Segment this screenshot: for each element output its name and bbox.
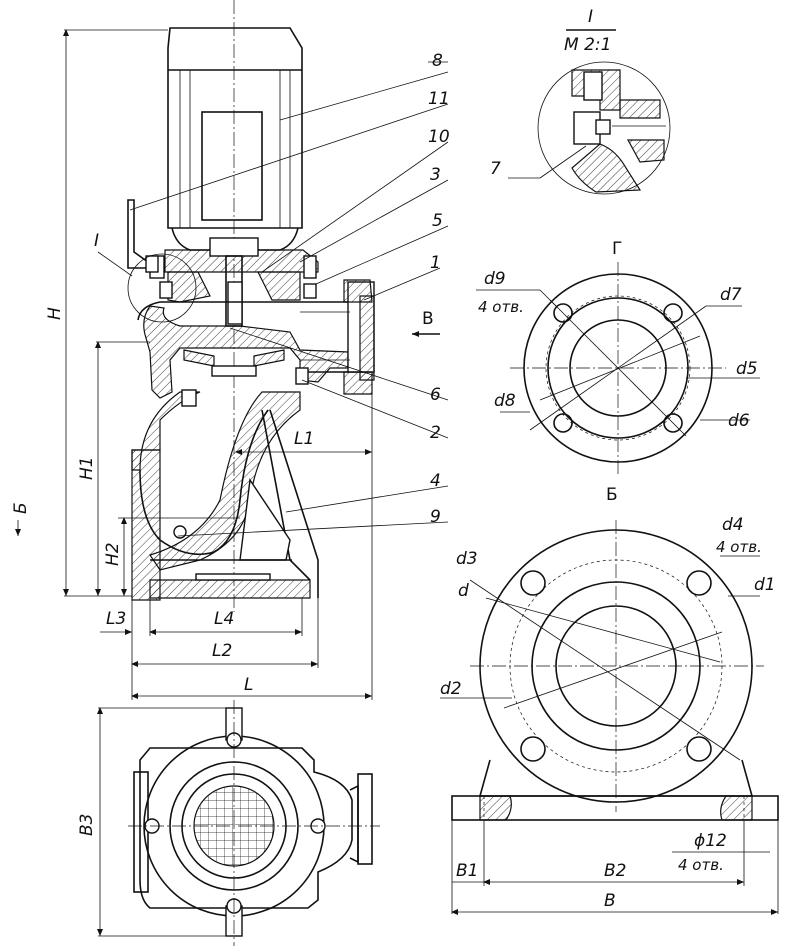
dim-L4: L4 [214,609,234,629]
label-d8: d8 [494,391,516,411]
view-G [476,262,760,474]
motor-body [167,27,303,251]
part-number-3: 3 [430,165,441,185]
view-arrow-v-label: В [422,309,434,329]
part-number-7: 7 [490,159,501,179]
label-d2: d2 [440,679,462,699]
detail-mark: I [94,231,99,251]
detail-circle [127,253,197,323]
dim-B3: B3 [77,814,97,836]
label-d4-note: 4 отв. [716,538,762,556]
dim-L3: L3 [106,609,126,629]
view-g-title: Г [612,239,622,259]
label-d6: d6 [728,411,750,431]
label-d3: d3 [456,549,478,569]
part-number-6: 6 [430,385,441,405]
view-arrow-b-label: Б [11,502,31,514]
part-number-5: 5 [432,211,443,231]
detail-scale: М 2:1 [564,35,611,55]
view-b-title: Б [606,485,618,505]
dim-H2: H2 [103,542,123,566]
label-d1: d1 [754,575,776,595]
dim-L2: L2 [212,641,232,661]
volute-casing [137,279,375,399]
dim-L: L [244,675,253,695]
impeller [183,349,285,377]
label-d: d [458,581,469,601]
label-d9-note: 4 отв. [478,298,524,316]
view-B [440,520,779,915]
detail-I [508,29,671,195]
part-number-8: 8 [432,51,443,71]
dim-H1: H1 [77,456,97,480]
dim-H: H [45,307,65,320]
label-d5: d5 [736,359,758,379]
dim-B: B [604,891,616,911]
label-d7: d7 [720,285,742,305]
label-d4: d4 [722,515,744,535]
detail-title: I [588,7,593,27]
label-hole-note: 4 отв. [678,856,724,874]
label-hole: ϕ12 [694,831,727,851]
part-number-2: 2 [430,423,441,443]
part-number-4: 4 [430,471,441,491]
part-number-11: 11 [428,89,450,109]
part-number-1: 1 [430,253,441,273]
dim-L1: L1 [294,429,314,449]
suction-elbow [131,367,319,601]
coupling-housing [149,237,319,327]
label-d9: d9 [484,269,506,289]
main-section-view [15,0,449,700]
dim-B2: B2 [604,861,626,881]
part-number-10: 10 [428,127,450,147]
plan-view [97,700,380,946]
dim-B1: B1 [456,861,478,881]
part-number-9: 9 [430,507,441,527]
